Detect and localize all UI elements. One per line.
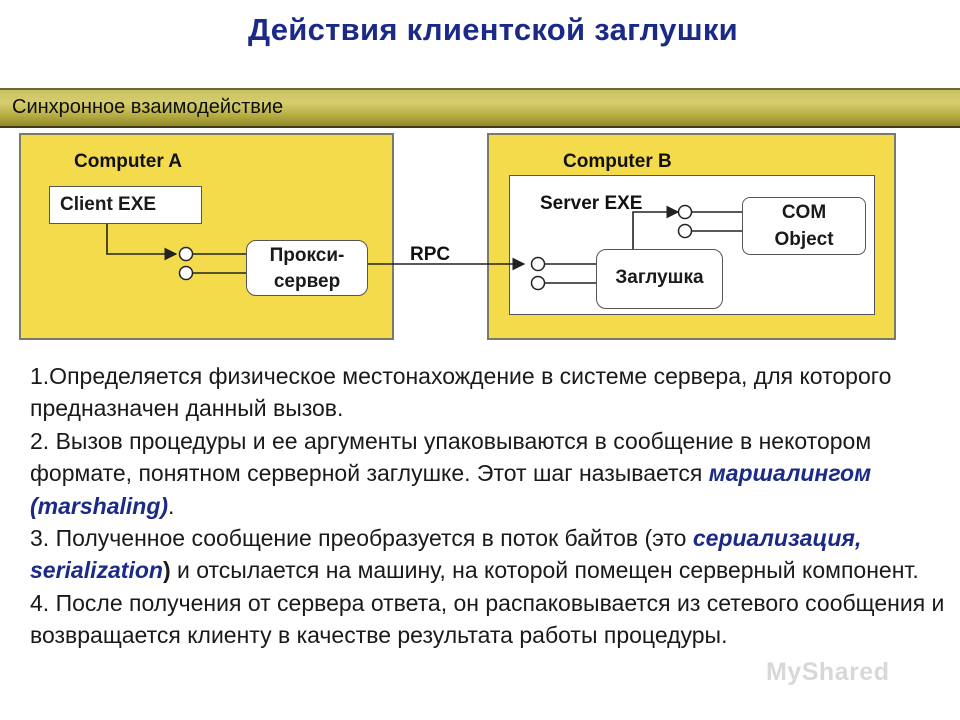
section-banner: Синхронное взаимодействие	[0, 88, 960, 128]
proxy-label-line2: сервер	[273, 271, 341, 292]
steps-text: 1.Определяется физическое местонахождени…	[30, 360, 955, 652]
com-label-line1: COM	[781, 202, 827, 223]
com-object-box: COM Object	[742, 197, 866, 255]
step-3-paren: )	[162, 557, 171, 584]
page-title: Действия клиентской заглушки	[247, 12, 739, 47]
computer-a-label: Computer A	[74, 151, 183, 172]
proxy-server-box: Прокси- сервер	[246, 240, 368, 296]
step-3: 3. Полученное сообщение преобразуется в …	[30, 522, 955, 587]
step-2-tail: .	[168, 492, 175, 519]
step-1: 1.Определяется физическое местонахождени…	[30, 363, 892, 422]
server-exe-label: Server EXE	[540, 193, 643, 214]
proxy-label-line1: Прокси-	[269, 245, 345, 266]
watermark: MyShared	[766, 658, 890, 686]
computer-a-box	[19, 133, 394, 340]
step-2-keyword: маршалингом (marshaling)	[30, 460, 872, 519]
computer-b-label: Computer B	[563, 151, 672, 172]
step-4: 4. После получения от сервера ответа, он…	[30, 589, 945, 649]
step-3-tail: и отсылается на машину, на которой помещ…	[170, 557, 919, 584]
step-2-text: 2. Вызов процедуры и ее аргументы упаков…	[30, 427, 872, 487]
rpc-label: RPC	[410, 244, 451, 265]
stub-box: Заглушка	[596, 249, 723, 309]
banner-text: Синхронное взаимодействие	[12, 96, 284, 118]
stub-label: Заглушка	[615, 267, 704, 288]
step-3-keyword: сериализация, serialization	[30, 525, 862, 584]
step-3-text: 3. Полученное сообщение преобразуется в …	[30, 525, 693, 552]
com-label-line2: Object	[774, 229, 834, 250]
client-exe-label: Client EXE	[60, 194, 157, 215]
client-exe-box: Client EXE	[49, 186, 202, 224]
step-2: 2. Вызов процедуры и ее аргументы упаков…	[30, 425, 955, 522]
